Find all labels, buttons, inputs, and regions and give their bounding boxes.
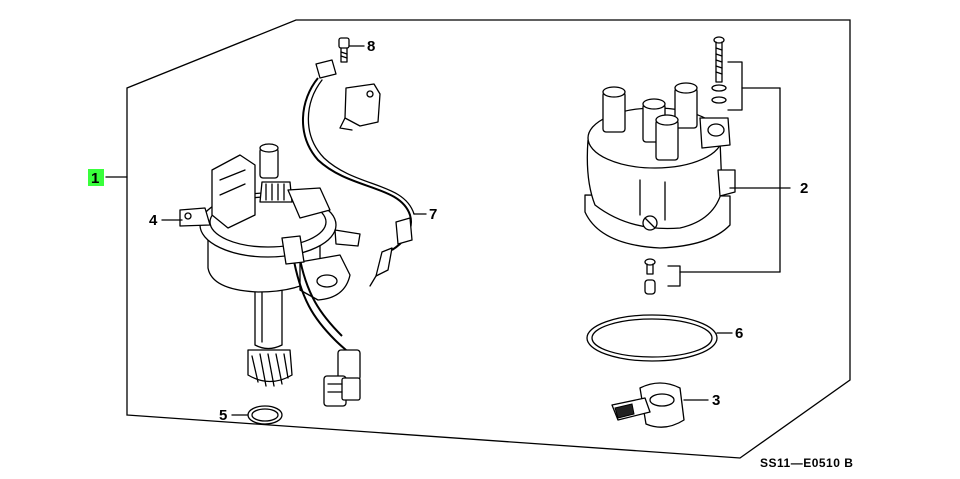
callout-1-highlight xyxy=(88,169,104,186)
carbon-brush-illustration xyxy=(644,258,656,295)
assembly-frame xyxy=(126,19,851,459)
leader-lines xyxy=(105,45,791,416)
rotor-illustration xyxy=(611,382,685,428)
o-ring-illustration xyxy=(247,405,283,425)
diagram-code: SS11—E0510 B xyxy=(760,456,853,470)
callout-6[interactable]: 6 xyxy=(735,325,743,342)
ground-cable-illustration xyxy=(302,77,415,287)
callout-1[interactable]: 1 xyxy=(91,170,99,187)
callout-5[interactable]: 5 xyxy=(219,407,227,424)
distributor-housing-illustration xyxy=(179,143,361,407)
distributor-cap-illustration xyxy=(584,82,736,249)
bolt-and-bracket-illustration xyxy=(315,37,381,131)
callout-2[interactable]: 2 xyxy=(800,180,808,197)
callout-7[interactable]: 7 xyxy=(429,206,437,223)
cap-seal-illustration xyxy=(586,314,718,362)
callout-4[interactable]: 4 xyxy=(149,212,158,229)
cap-screw-illustration xyxy=(711,36,727,104)
callout-3[interactable]: 3 xyxy=(712,392,720,409)
callout-8[interactable]: 8 xyxy=(367,38,375,55)
